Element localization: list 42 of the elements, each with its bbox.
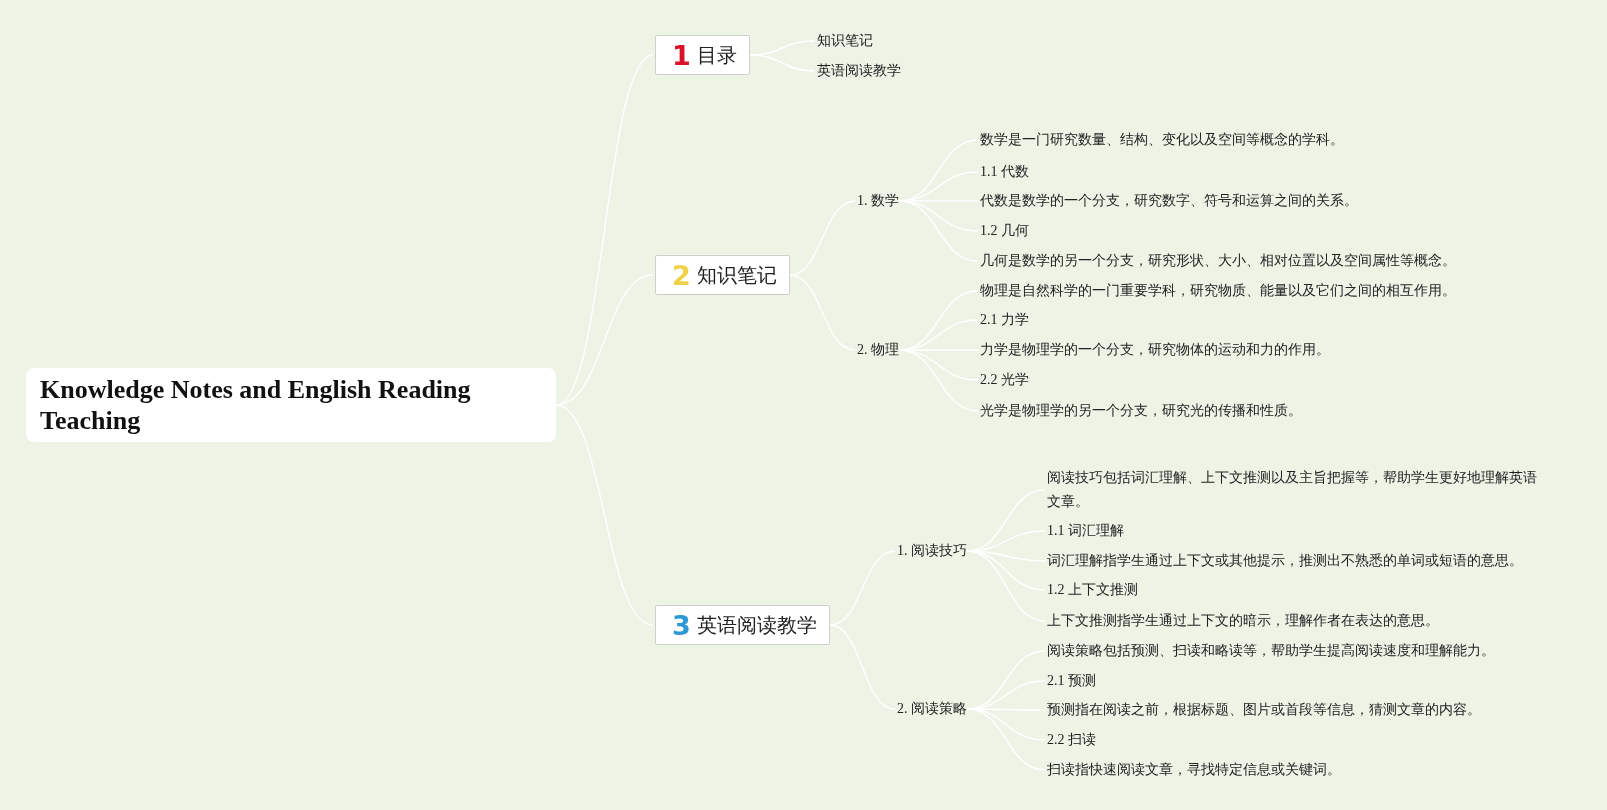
topic-box [655, 605, 830, 645]
branch-text: 词汇理解指学生通过上下文或其他提示，推测出不熟悉的单词或短语的意思。 [1047, 549, 1523, 573]
branch-text: 1. 数学 [857, 189, 899, 213]
branch-text: 2.2 扫读 [1047, 728, 1096, 752]
branch-text: 2. 阅读策略 [897, 697, 967, 721]
topic-number: 2 [672, 259, 691, 291]
branch-text: 阅读策略包括预测、扫读和略读等，帮助学生提高阅读速度和理解能力。 [1047, 639, 1495, 663]
branch-text: 1.1 代数 [980, 160, 1029, 184]
topic-box [655, 255, 790, 295]
branch-text: 数学是一门研究数量、结构、变化以及空间等概念的学科。 [980, 128, 1344, 152]
connector-line [749, 54, 816, 72]
branch-text: 英语阅读教学 [817, 59, 901, 83]
branch-text: 2.1 预测 [1047, 669, 1096, 693]
branch-text: 几何是数学的另一个分支，研究形状、大小、相对位置以及空间属性等概念。 [980, 249, 1456, 273]
branch-text: 光学是物理学的另一个分支，研究光的传播和性质。 [980, 399, 1302, 423]
branch-text: 力学是物理学的一个分支，研究物体的运动和力的作用。 [980, 338, 1330, 362]
branch-text: 1. 阅读技巧 [897, 539, 967, 563]
branch-text: 1.1 词汇理解 [1047, 519, 1124, 543]
branch-text: 知识笔记 [817, 29, 873, 53]
topic-title: 知识笔记 [696, 261, 777, 289]
branch-text: 2.2 光学 [980, 368, 1029, 392]
branch-text: 2.1 力学 [980, 308, 1029, 332]
branch-text: 1.2 几何 [980, 219, 1029, 243]
branch-text: 预测指在阅读之前，根据标题、图片或首段等信息，猜测文章的内容。 [1047, 698, 1481, 722]
connector-line [555, 404, 654, 626]
connector-line [789, 200, 856, 276]
branch-text: 扫读指快速阅读文章，寻找特定信息或关键词。 [1047, 758, 1341, 782]
topic-number: 3 [672, 609, 691, 641]
topic-title: 英语阅读教学 [696, 611, 817, 639]
branch-text: 上下文推测指学生通过上下文的暗示，理解作者在表达的意思。 [1047, 609, 1439, 633]
connector-line [789, 274, 856, 351]
branch-text: 代数是数学的一个分支，研究数字、符号和运算之间的关系。 [980, 189, 1358, 213]
connector-line [829, 624, 896, 710]
topic-number: 1 [672, 39, 691, 71]
topic-title: 目录 [696, 41, 737, 69]
central-topic: Knowledge Notes and English Reading Teaching [26, 368, 556, 442]
branch-text: 物理是自然科学的一门重要学科，研究物质、能量以及它们之间的相互作用。 [980, 279, 1456, 303]
connector-line [829, 550, 896, 626]
branch-text: 2. 物理 [857, 338, 899, 362]
branch-text: 阅读技巧包括词汇理解、上下文推测以及主旨把握等，帮助学生更好地理解英语文章。 [1047, 466, 1547, 514]
topic-box [655, 35, 750, 75]
branch-text: 1.2 上下文推测 [1047, 578, 1138, 602]
